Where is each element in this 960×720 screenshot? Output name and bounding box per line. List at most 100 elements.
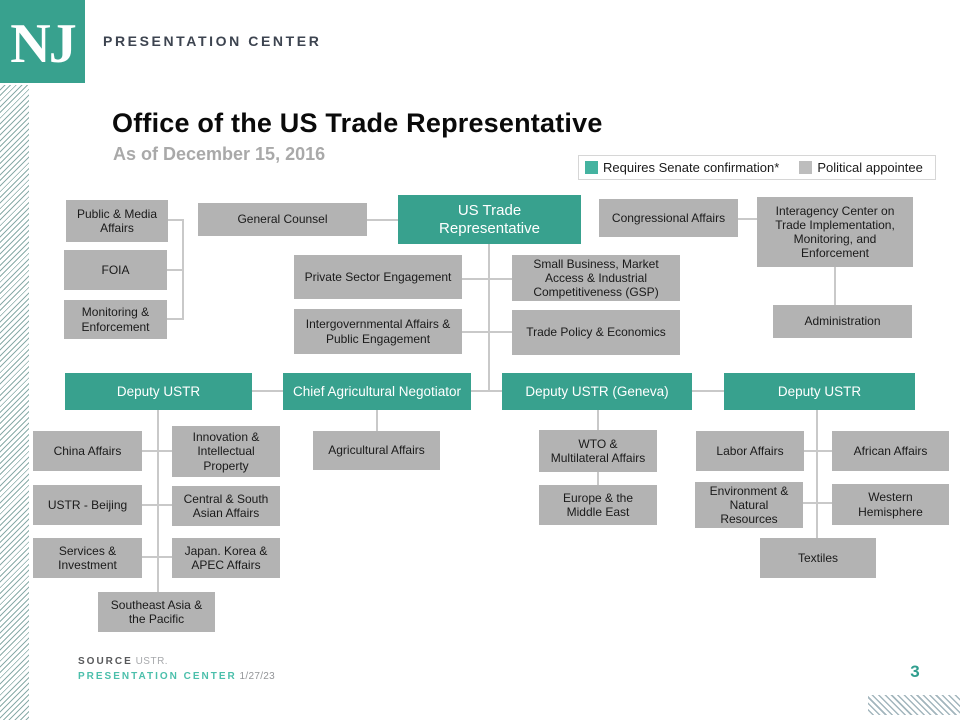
legend: Requires Senate confirmation* Political …: [578, 155, 936, 180]
org-node-services-investment: Services &Investment: [33, 538, 142, 578]
connector-line: [488, 244, 490, 392]
org-node-agricultural-affairs: Agricultural Affairs: [313, 431, 440, 470]
credit-line: PRESENTATION CENTER 1/27/23: [78, 669, 275, 684]
connector-line: [597, 472, 599, 485]
left-hatch-pattern: [0, 85, 29, 720]
org-node-label: Trade Policy & Economics: [526, 325, 666, 340]
page-subtitle: As of December 15, 2016: [113, 144, 326, 164]
connector-line: [692, 390, 724, 392]
connector-line: [168, 219, 183, 221]
org-node-chief-agricultural-negotiator: Chief Agricultural Negotiator: [283, 373, 471, 410]
connector-line: [462, 331, 512, 333]
connector-line: [157, 410, 159, 592]
legend-label-political: Political appointee: [817, 160, 923, 175]
connector-line: [471, 390, 502, 392]
org-node-trade-policy-economics: Trade Policy & Economics: [512, 310, 680, 355]
org-node-label: USTR - Beijing: [47, 497, 128, 512]
org-node-japan-korea-apec-affairs: Japan. Korea &APEC Affairs: [172, 538, 280, 578]
connector-line: [816, 410, 818, 538]
org-node-label: Southeast Asia &the Pacific: [110, 597, 203, 626]
org-node-african-affairs: African Affairs: [832, 431, 949, 471]
org-node-deputy-ustr-geneva: Deputy USTR (Geneva): [502, 373, 692, 410]
connector-line: [804, 450, 832, 452]
org-node-label: Agricultural Affairs: [328, 443, 425, 458]
connector-line: [803, 502, 833, 504]
org-node-label: Japan. Korea &APEC Affairs: [184, 543, 268, 572]
org-node-monitoring-enforcement: Monitoring &Enforcement: [64, 300, 167, 339]
connector-line: [252, 390, 283, 392]
org-node-congressional-affairs: Congressional Affairs: [599, 199, 738, 237]
connector-line: [167, 269, 183, 271]
org-node-label: Administration: [804, 314, 881, 329]
org-node-textiles: Textiles: [760, 538, 876, 578]
org-node-labor-affairs: Labor Affairs: [696, 431, 804, 471]
connector-line: [167, 318, 183, 320]
nj-logo: NJ: [0, 0, 85, 83]
footer: SOURCE USTR. PRESENTATION CENTER 1/27/23: [78, 654, 275, 684]
org-node-label: China Affairs: [53, 443, 122, 458]
org-node-label: African Affairs: [853, 443, 928, 458]
source-label: SOURCE: [78, 656, 133, 667]
org-node-ustr-beijing: USTR - Beijing: [33, 485, 142, 525]
org-node-label: WTO &Multilateral Affairs: [550, 436, 646, 465]
connector-line: [142, 450, 172, 452]
org-node-label: FOIA: [101, 262, 130, 277]
org-node-label: Deputy USTR (Geneva): [525, 383, 669, 399]
connector-line: [738, 218, 757, 220]
org-node-general-counsel: General Counsel: [198, 203, 367, 236]
org-node-deputy-ustr-2: Deputy USTR: [724, 373, 915, 410]
bottom-right-hatch-pattern: [868, 695, 960, 715]
connector-line: [142, 556, 172, 558]
source-value: USTR.: [135, 656, 169, 667]
org-node-label: Congressional Affairs: [611, 210, 726, 225]
source-line: SOURCE USTR.: [78, 654, 275, 669]
org-node-label: Services &Investment: [58, 543, 117, 572]
org-node-label: Labor Affairs: [716, 443, 784, 458]
org-node-foia: FOIA: [64, 250, 167, 290]
connector-line: [834, 267, 836, 305]
org-node-label: Textiles: [797, 550, 838, 565]
org-node-label: Chief Agricultural Negotiator: [292, 383, 462, 399]
org-node-deputy-ustr-1: Deputy USTR: [65, 373, 252, 410]
nj-logo-text: NJ: [10, 12, 76, 75]
page-title: Office of the US Trade Representative: [112, 108, 603, 138]
org-node-intergovernmental-affairs: Intergovernmental Affairs &Public Engage…: [294, 309, 462, 354]
legend-item-senate: Requires Senate confirmation*: [585, 160, 779, 175]
legend-item-political: Political appointee: [799, 160, 923, 175]
connector-line: [367, 219, 398, 221]
footer-date: 1/27/23: [239, 671, 275, 682]
brand-name: PRESENTATION CENTER: [103, 33, 322, 49]
footer-brand: PRESENTATION CENTER: [78, 671, 237, 682]
org-node-administration: Administration: [773, 305, 912, 338]
org-node-china-affairs: China Affairs: [33, 431, 142, 471]
senate-confirmation-swatch: [585, 161, 598, 174]
org-node-label: General Counsel: [237, 212, 328, 227]
org-node-wto-multilateral-affairs: WTO &Multilateral Affairs: [539, 430, 657, 472]
org-node-southeast-asia-pacific: Southeast Asia &the Pacific: [98, 592, 215, 632]
political-appointee-swatch: [799, 161, 813, 174]
connector-line: [142, 504, 172, 506]
connector-line: [376, 410, 378, 432]
org-node-label: Intergovernmental Affairs &Public Engage…: [305, 317, 451, 346]
page-number: 3: [910, 662, 920, 681]
connector-line: [462, 278, 512, 280]
connector-line: [597, 410, 599, 430]
org-node-private-sector-engagement: Private Sector Engagement: [294, 255, 462, 299]
